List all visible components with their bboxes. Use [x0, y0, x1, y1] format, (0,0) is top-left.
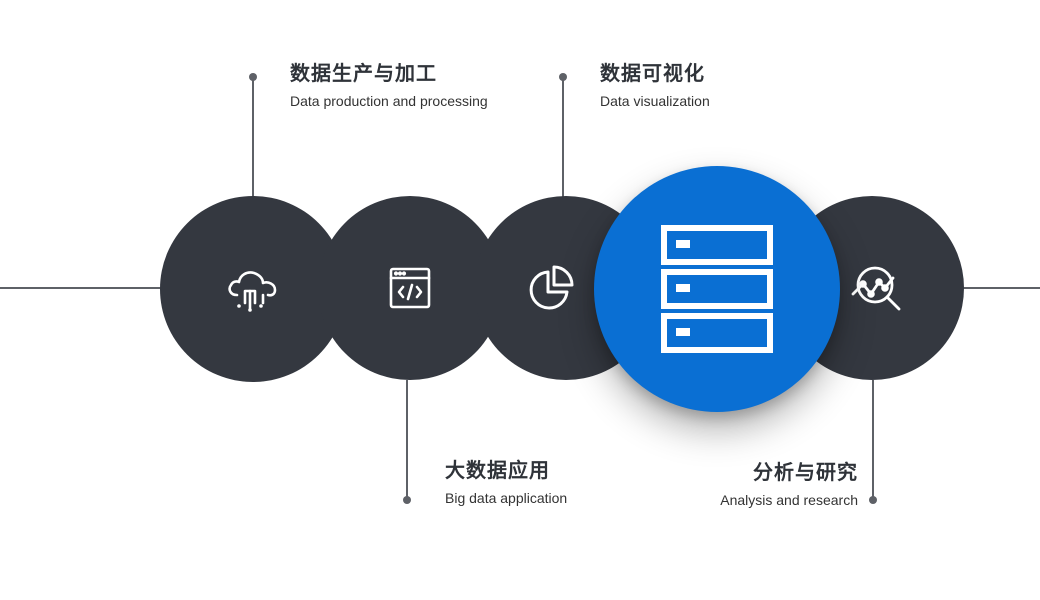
step-title-2: 大数据应用 — [445, 460, 550, 482]
step-subtitle-1: Data production and processing — [290, 93, 488, 109]
step-subtitle-5: Analysis and research — [720, 492, 858, 508]
cloud-network-icon — [225, 265, 281, 313]
step-label-5: 分析与研究 Analysis and research — [690, 461, 858, 509]
step-circle-4-highlight — [594, 166, 840, 412]
right-connector-line — [955, 287, 1040, 289]
callout-line-3 — [562, 78, 564, 198]
left-connector-line — [0, 287, 175, 289]
callout-line-1 — [252, 78, 254, 198]
step-circle-2 — [318, 196, 502, 380]
callout-dot-2 — [403, 496, 411, 504]
pie-chart-icon — [527, 264, 575, 312]
callout-dot-5 — [869, 496, 877, 504]
step-label-2: 大数据应用 Big data application — [445, 459, 567, 507]
callout-line-2 — [406, 380, 408, 500]
code-window-icon — [389, 267, 431, 309]
magnifier-trend-icon — [849, 263, 907, 313]
step-title-1: 数据生产与加工 — [290, 63, 437, 85]
step-title-5: 分析与研究 — [753, 462, 858, 484]
callout-dot-3 — [559, 73, 567, 81]
step-circle-1 — [160, 196, 346, 382]
server-stack-icon — [661, 225, 773, 353]
step-label-3: 数据可视化 Data visualization — [600, 62, 710, 110]
step-title-3: 数据可视化 — [600, 63, 705, 85]
step-subtitle-3: Data visualization — [600, 93, 710, 109]
step-subtitle-2: Big data application — [445, 490, 568, 506]
step-label-1: 数据生产与加工 Data production and processing — [290, 62, 488, 110]
callout-dot-1 — [249, 73, 257, 81]
callout-line-5 — [872, 380, 874, 500]
